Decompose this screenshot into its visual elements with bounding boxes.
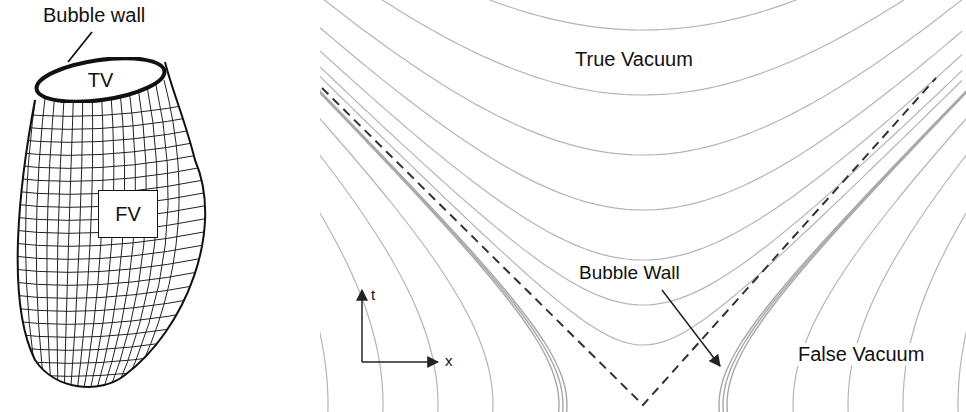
grid-line [0,146,240,168]
grid-line [0,159,240,181]
grid-line [64,80,74,400]
hyperbola [320,0,383,412]
false-vacuum-box: FV [98,190,158,238]
node-text: FV [115,203,141,226]
axis-label: t [368,286,378,303]
hyperbola [320,0,559,412]
hyperbola [320,0,493,412]
grid-line [0,276,240,298]
hyperbola [320,0,962,95]
region-label: False Vacuum [795,343,927,366]
axis-label: x [442,352,456,369]
grid-line [57,80,65,400]
hyperbola [320,67,962,305]
wall-label: Bubble wall [40,4,148,27]
grid-line [88,80,114,400]
grid-line [36,80,47,400]
grid-line [0,380,240,402]
leader-line [68,32,92,62]
hyperbola [719,0,966,412]
light-cone [322,78,936,405]
hyperbola [320,0,328,412]
grid-line [25,80,40,400]
hyperbola [958,0,966,412]
grid-line [124,80,179,400]
spacetime-curves [320,0,966,412]
grid-line [0,354,240,376]
true-vacuum-cap: TV [33,57,168,103]
hyperbola [723,0,966,412]
grid-line [118,80,168,400]
node-text: TV [88,69,114,92]
grid-line [100,80,136,400]
grid-line [47,80,56,400]
grid-line [0,302,240,324]
wall-label: Bubble Wall [576,262,683,284]
grid-line [0,133,240,155]
hyperbola [727,0,966,412]
hyperbola [320,0,567,412]
hyperbola [320,0,962,30]
grid-line [0,107,240,129]
hyperbola [793,0,966,412]
grid-line [0,315,240,337]
bubble-outline [18,62,206,387]
bubble-grid [0,80,240,402]
x-axis [362,361,438,363]
t-axis [361,290,363,362]
grid-line [106,80,146,400]
hyperbola [320,28,962,210]
hyperbola [320,0,438,412]
grid-line [70,80,83,400]
grid-line [82,80,103,400]
grid-line [0,289,240,311]
wall-arrow [662,290,720,366]
grid-line [0,120,240,142]
region-label: True Vacuum [572,48,696,71]
grid-line [94,80,125,400]
